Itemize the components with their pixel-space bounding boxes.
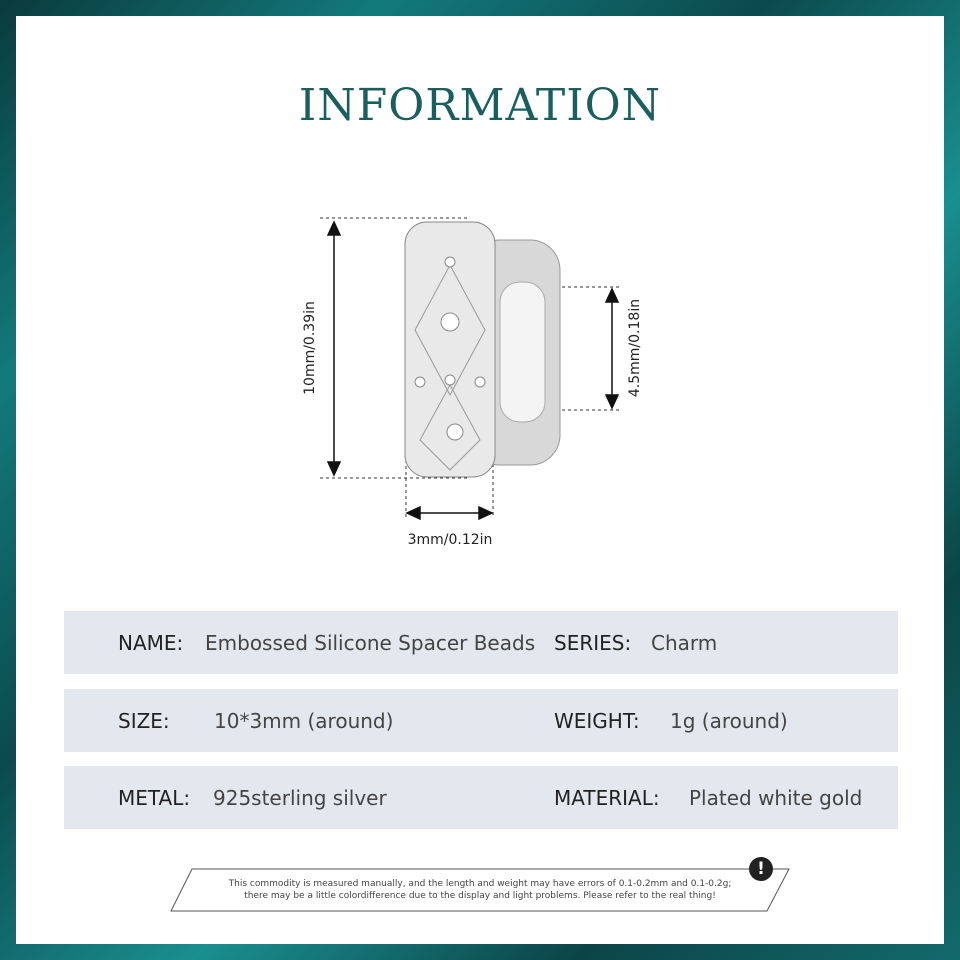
width-dimension-label: 3mm/0.12in bbox=[407, 532, 493, 548]
size-value: 10*3mm (around) bbox=[214, 709, 394, 733]
metal-label: METAL: bbox=[118, 786, 191, 810]
weight-value: 1g (around) bbox=[670, 709, 788, 733]
material-label: MATERIAL: bbox=[554, 786, 660, 810]
note-line-1: This commodity is measured manually, and… bbox=[228, 879, 732, 889]
parallelogram-frame bbox=[170, 868, 790, 912]
material-value: Plated white gold bbox=[689, 786, 863, 810]
weight-label: WEIGHT: bbox=[554, 709, 640, 733]
size-label: SIZE: bbox=[118, 709, 170, 733]
metal-value: 925sterling silver bbox=[213, 786, 387, 810]
hole-dimension-label: 4.5mm/0.18in bbox=[627, 298, 643, 398]
series-value: Charm bbox=[651, 631, 718, 655]
spec-row-size: SIZE: 10*3mm (around) WEIGHT: 1g (around… bbox=[64, 689, 898, 752]
height-dimension-label: 10mm/0.39in bbox=[302, 301, 318, 395]
name-value: Embossed Silicone Spacer Beads bbox=[205, 631, 536, 655]
note-line-2: there may be a little colordifference du… bbox=[244, 891, 716, 901]
product-bead-image bbox=[320, 217, 620, 521]
exclamation-icon: ! bbox=[749, 857, 773, 881]
spec-row-metal: METAL: 925sterling silver MATERIAL: Plat… bbox=[64, 766, 898, 829]
name-label: NAME: bbox=[118, 631, 184, 655]
series-label: SERIES: bbox=[554, 631, 632, 655]
page-title: INFORMATION bbox=[298, 80, 662, 131]
spec-row-name: NAME: Embossed Silicone Spacer Beads SER… bbox=[64, 611, 898, 674]
disclaimer-note: This commodity is measured manually, and… bbox=[170, 868, 790, 912]
